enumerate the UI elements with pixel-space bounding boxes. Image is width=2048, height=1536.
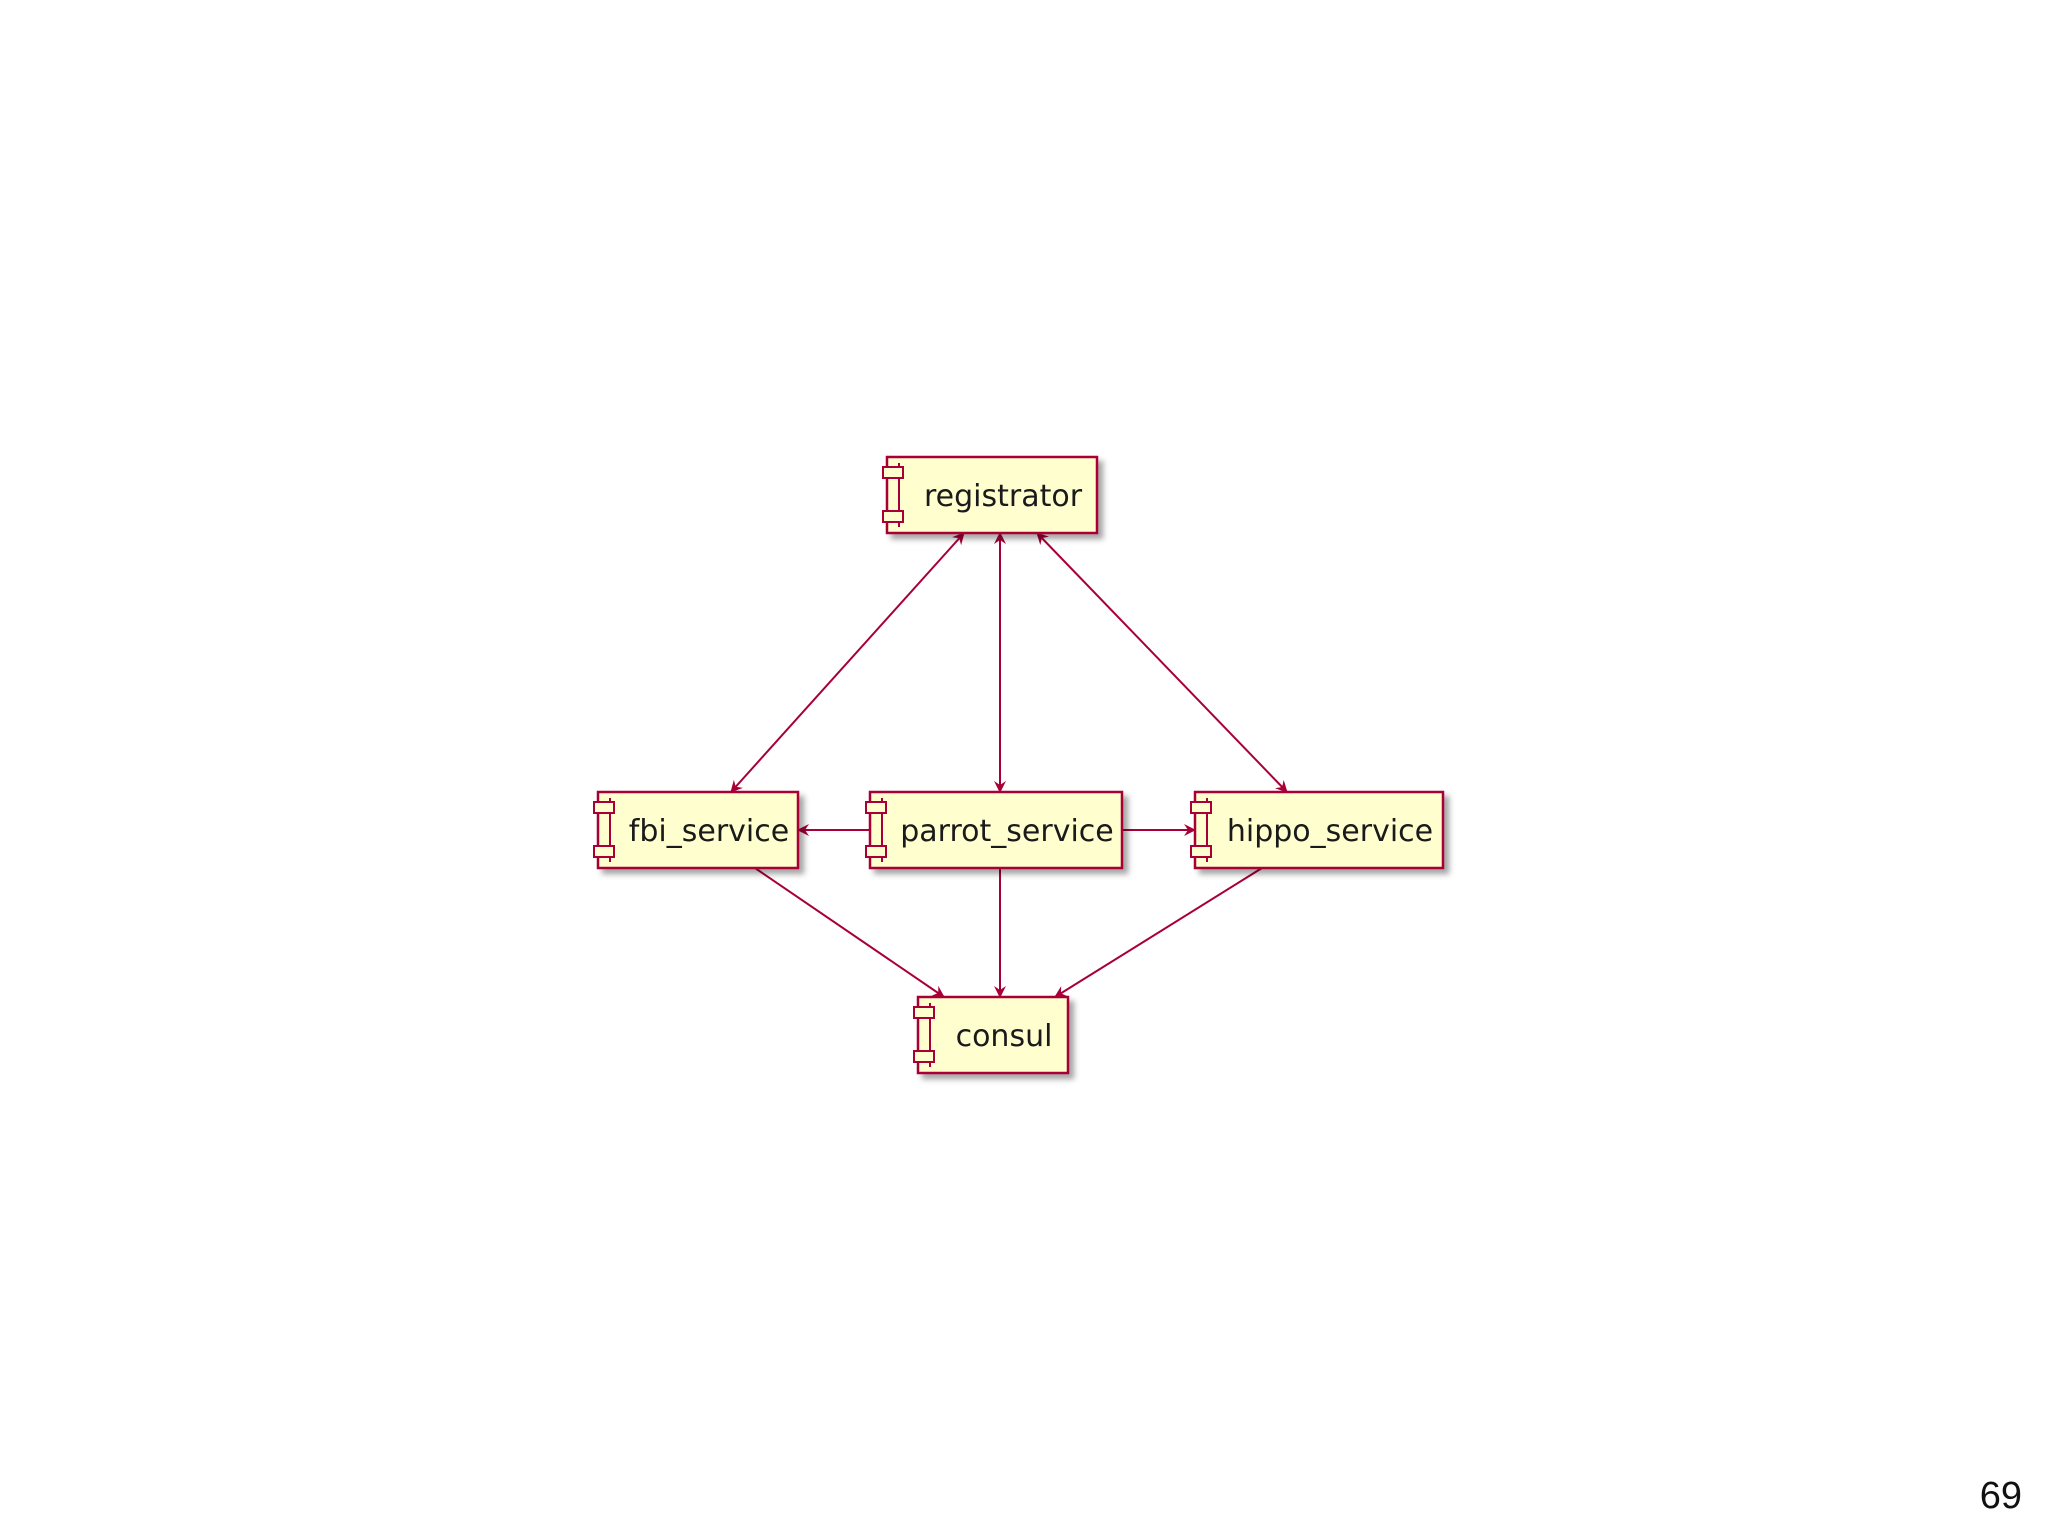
edge-hippo_service-to-consul — [1054, 867, 1263, 998]
component-port-icon — [593, 801, 615, 814]
component-port-icon — [882, 466, 904, 479]
component-box — [596, 790, 800, 870]
component-label: consul — [956, 1019, 1053, 1054]
component-box — [885, 455, 1099, 535]
component-box — [1193, 790, 1445, 870]
edge-registrator-to-fbi_service — [730, 532, 965, 793]
nodes-layer: registrator fbi_service parrot_service hipp… — [593, 455, 1445, 1075]
component-box — [868, 790, 1124, 870]
component-label: registrator — [924, 479, 1083, 514]
component-label: parrot_service — [900, 814, 1114, 849]
component-hippo_service[interactable]: hippo_service — [1190, 790, 1445, 870]
component-label: fbi_service — [629, 814, 789, 849]
component-parrot_service[interactable]: parrot_service — [865, 790, 1124, 870]
component-registrator[interactable]: registrator — [882, 455, 1099, 535]
page-number: 69 — [1979, 1475, 2022, 1517]
component-port-icon — [865, 801, 887, 814]
edge-fbi_service-to-consul — [754, 867, 945, 998]
component-port-icon — [1190, 845, 1212, 858]
component-fbi_service[interactable]: fbi_service — [593, 790, 800, 870]
component-port-icon — [593, 845, 615, 858]
component-box — [916, 995, 1070, 1075]
component-port-icon — [882, 510, 904, 523]
component-port-icon — [913, 1006, 935, 1019]
component-port-icon — [1190, 801, 1212, 814]
component-port-icon — [913, 1050, 935, 1063]
component-port-icon — [865, 845, 887, 858]
edge-registrator-to-hippo_service — [1036, 532, 1288, 793]
edges-layer — [730, 532, 1288, 998]
component-label: hippo_service — [1227, 814, 1433, 849]
component-consul[interactable]: consul — [913, 995, 1070, 1075]
